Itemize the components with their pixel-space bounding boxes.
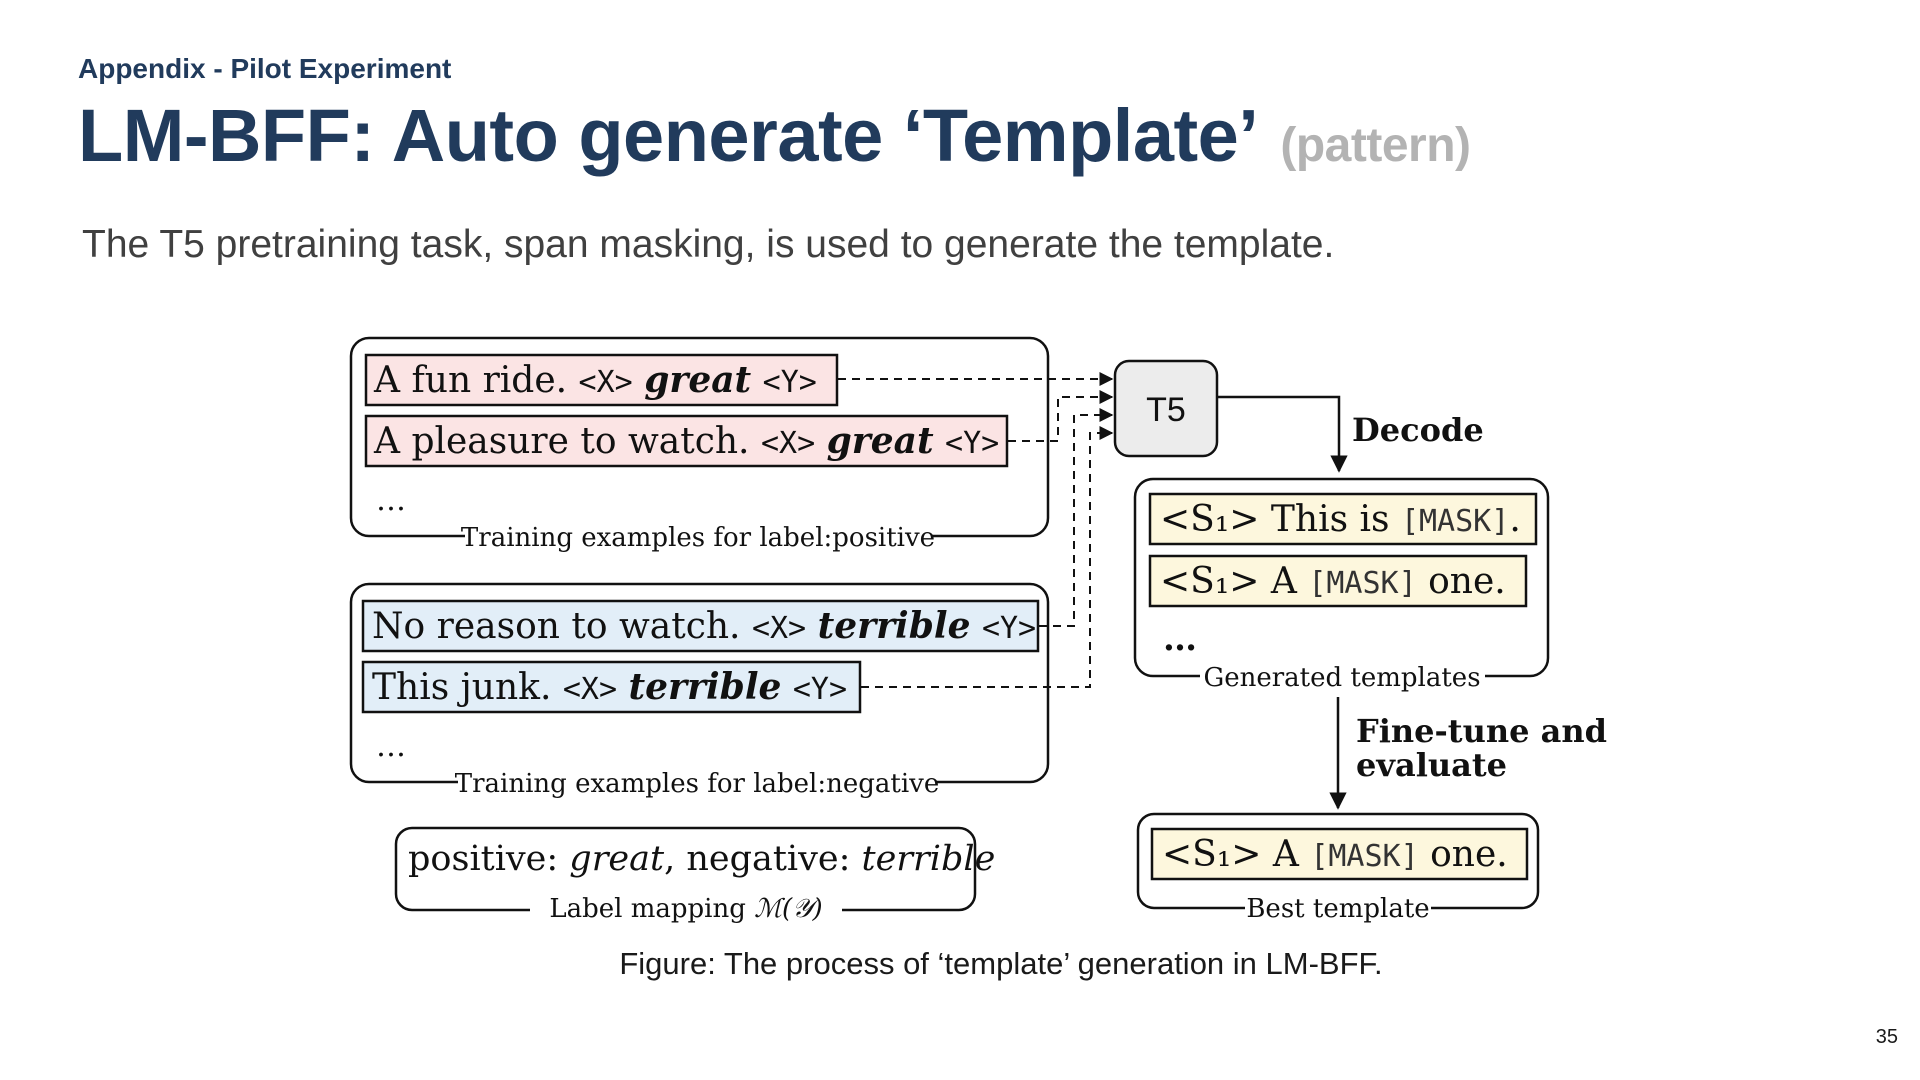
best-template-label: Best template (1246, 894, 1429, 924)
negative-examples-group: Training examples for label:negative No … (349, 582, 1050, 799)
best-template-group: Best template <S₁> A [MASK] one. (1136, 812, 1540, 924)
decode-arrow: Decode (1217, 395, 1484, 473)
positive-example-2-box (364, 414, 1009, 468)
best-template: <S₁> A [MASK] one. (1162, 834, 1508, 875)
negative-example-1-box (361, 599, 1040, 653)
positive-ellipsis: … (376, 483, 406, 518)
section-label: Appendix - Pilot Experiment (78, 53, 452, 84)
negative-group-label: Training examples for label:negative (455, 769, 939, 799)
finetune-arrow: Fine-tune and evaluate (1329, 697, 1607, 810)
generated-templates-label: Generated templates (1203, 663, 1480, 693)
slide-subtitle: The T5 pretraining task, span masking, i… (82, 223, 1335, 266)
templates-ellipsis: … (1163, 619, 1197, 659)
title-suffix: (pattern) (1280, 119, 1471, 172)
negative-ellipsis: … (376, 729, 406, 764)
positive-group-label: Training examples for label:positive (461, 523, 935, 553)
positive-example-1-box (364, 353, 839, 407)
t5-model-box: T5 (1113, 359, 1219, 458)
t5-label: T5 (1146, 391, 1186, 429)
template-1: <S₁> This is [MASK]. (1160, 499, 1521, 540)
decode-label: Decode (1352, 411, 1484, 449)
finetune-label-line2: evaluate (1356, 746, 1507, 784)
negative-example-2-box (361, 660, 862, 714)
label-mapping-box: positive: great, negative: terrible Labe… (394, 826, 995, 928)
best-template-box (1150, 827, 1529, 881)
label-mapping-text: positive: great, negative: terrible (408, 839, 995, 879)
positive-examples-group: Training examples for label:positive A f… (349, 336, 1050, 553)
page-number: 35 (1875, 1026, 1898, 1048)
label-mapping-caption: Label mapping ℳ(𝒴) (549, 894, 822, 924)
generated-templates-group: Generated templates <S₁> This is [MASK].… (1133, 477, 1550, 693)
positive-example-2: A pleasure to watch. <X> great <Y> (373, 420, 999, 462)
template-1-box (1148, 492, 1538, 546)
finetune-label-line1: Fine-tune and (1356, 712, 1607, 750)
figure-caption: Figure: The process of ‘template’ genera… (619, 946, 1383, 981)
slide-title: LM-BFF: Auto generate ‘Template’ (pattern… (78, 93, 1471, 178)
template-2: <S₁> A [MASK] one. (1160, 561, 1506, 602)
title-main: LM-BFF: Auto generate ‘Template’ (78, 94, 1259, 177)
template-2-box (1148, 554, 1528, 608)
negative-example-2: This junk. <X> terrible <Y> (372, 666, 847, 708)
example-to-t5-connectors (838, 372, 1114, 688)
negative-example-1: No reason to watch. <X> terrible <Y> (372, 605, 1036, 647)
positive-example-1: A fun ride. <X> great <Y> (373, 359, 817, 401)
